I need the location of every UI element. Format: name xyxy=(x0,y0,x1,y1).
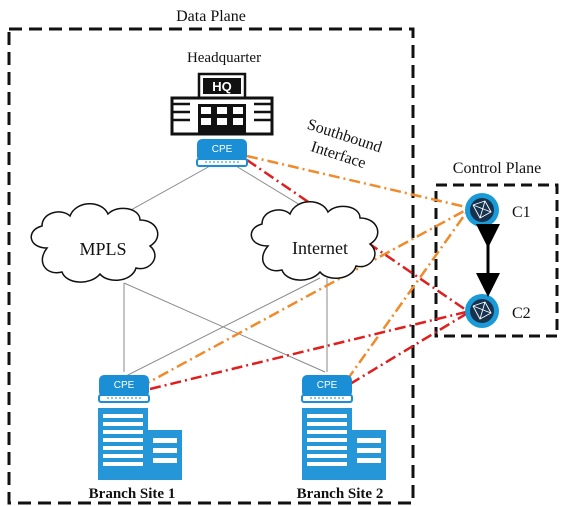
internet-label: Internet xyxy=(292,238,348,258)
cloud-icon: Internet xyxy=(250,201,379,281)
router-icon: CPE xyxy=(98,375,150,403)
branch1-cpe-label: CPE xyxy=(114,380,135,391)
branch2-label: Branch Site 2 xyxy=(297,486,384,502)
headquarter-label: Headquarter xyxy=(187,50,261,66)
mpls-cloud xyxy=(30,203,159,283)
data-plane-title: Data Plane xyxy=(176,8,246,25)
control-plane-box xyxy=(434,183,559,338)
c2-label: C2 xyxy=(512,305,531,322)
branch2-cpe-label: CPE xyxy=(317,380,338,391)
controller-c1: C1 xyxy=(465,193,531,227)
c1-label: C1 xyxy=(512,204,531,221)
controller-c2: C2 xyxy=(465,294,531,328)
hq-cpe-label: CPE xyxy=(212,144,233,155)
internet-cloud xyxy=(250,201,379,281)
controller-globe-icon xyxy=(465,193,499,227)
router-icon: CPE xyxy=(301,375,353,403)
branch1-label: Branch Site 1 xyxy=(89,486,176,502)
control-plane-title: Control Plane xyxy=(453,160,541,177)
mpls-label: MPLS xyxy=(79,239,126,259)
data-plane-box xyxy=(7,27,415,505)
southbound-interface-label: Southbound Interface xyxy=(305,116,384,172)
branch-building-icon xyxy=(98,408,182,480)
cloud-icon: MPLS xyxy=(30,203,159,283)
hq-building-icon: HQ xyxy=(170,72,274,136)
hq-badge: HQ xyxy=(212,79,232,94)
southbound-links-c1 xyxy=(139,154,468,389)
controller-globe-icon xyxy=(465,294,499,328)
router-icon: CPE xyxy=(196,139,248,167)
branch-building-icon xyxy=(302,408,386,480)
